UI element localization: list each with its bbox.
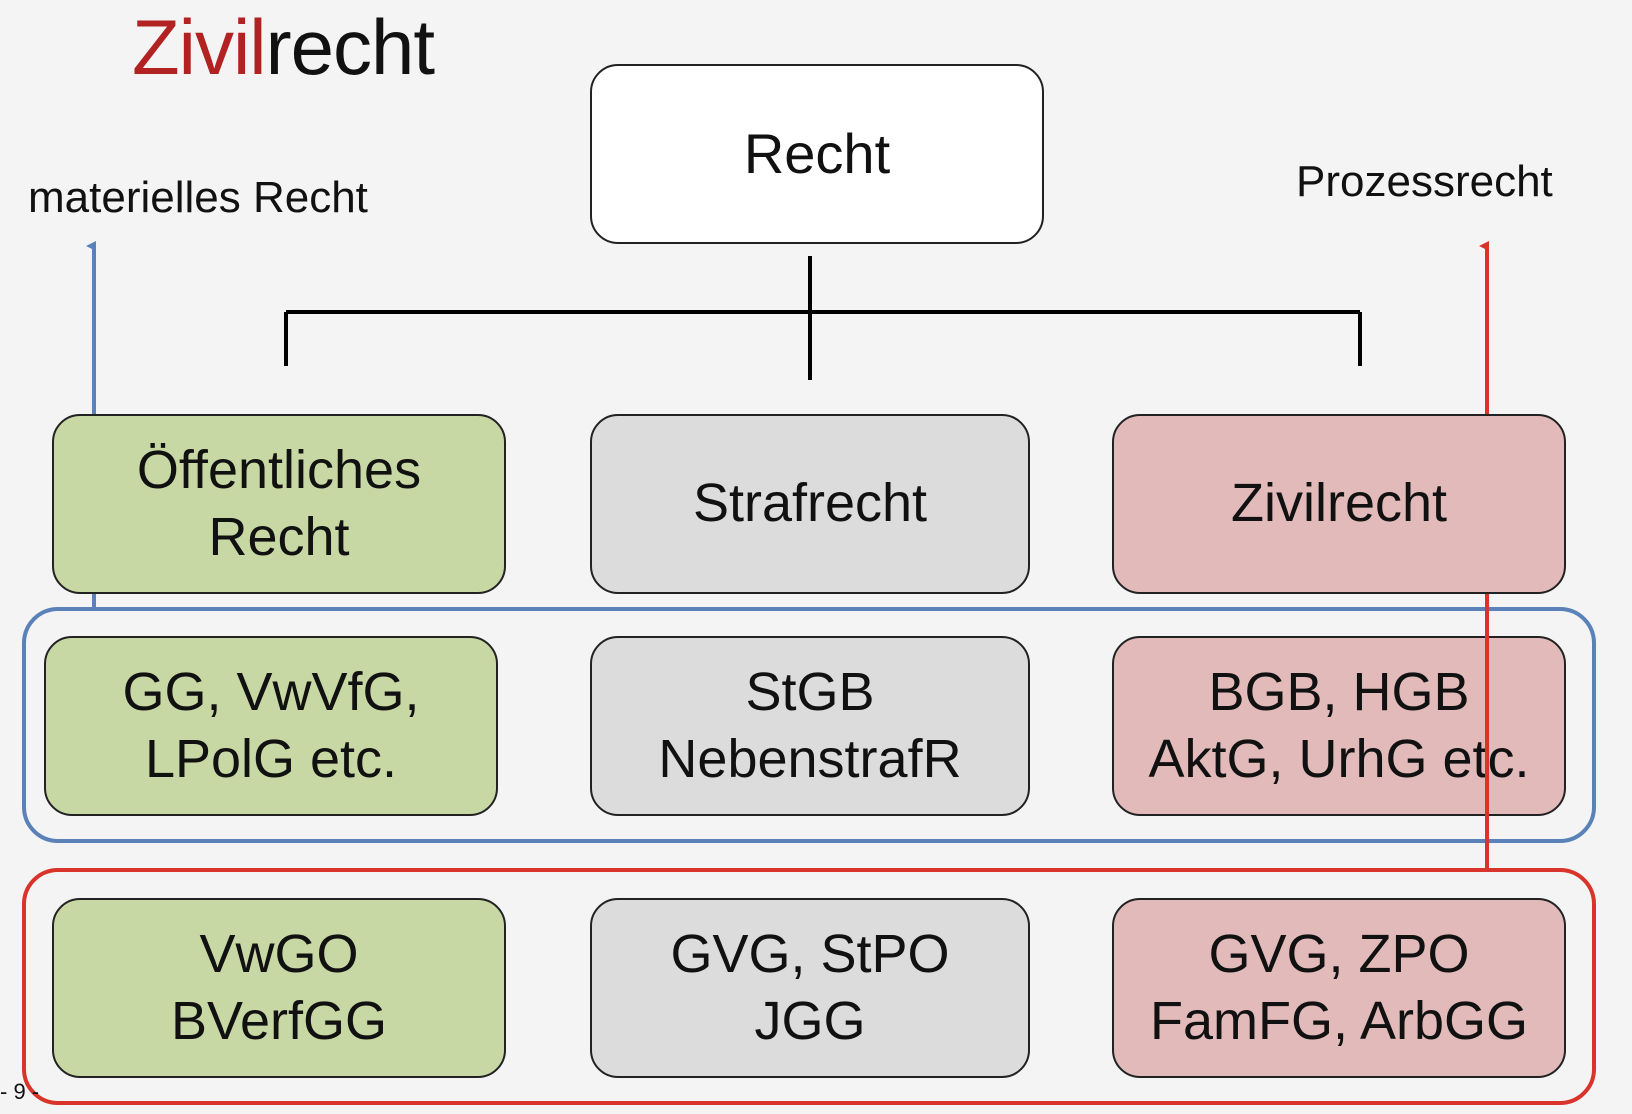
root-box-recht: Recht — [590, 64, 1044, 244]
page-title: Zivilrecht — [132, 8, 435, 86]
tree-bracket — [284, 256, 1362, 380]
heading-zivilrecht: Zivilrecht — [1112, 414, 1566, 594]
title-highlight: Zivil — [132, 3, 267, 91]
label-materielles-recht: materielles Recht — [28, 173, 368, 222]
material-zivilrecht: BGB, HGB AktG, UrhG etc. — [1112, 636, 1566, 816]
label-prozessrecht: Prozessrecht — [1296, 157, 1553, 206]
page-number: - 9 - — [0, 1079, 40, 1104]
procedural-oeffentliches-recht: VwGO BVerfGG — [52, 898, 506, 1078]
procedural-zivilrecht: GVG, ZPO FamFG, ArbGG — [1112, 898, 1566, 1078]
heading-strafrecht: Strafrecht — [590, 414, 1030, 594]
heading-oeffentliches-recht: Öffentliches Recht — [52, 414, 506, 594]
material-oeffentliches-recht: GG, VwVfG, LPolG etc. — [44, 636, 498, 816]
material-strafrecht: StGB NebenstrafR — [590, 636, 1030, 816]
procedural-strafrecht: GVG, StPO JGG — [590, 898, 1030, 1078]
title-rest: recht — [265, 3, 435, 91]
